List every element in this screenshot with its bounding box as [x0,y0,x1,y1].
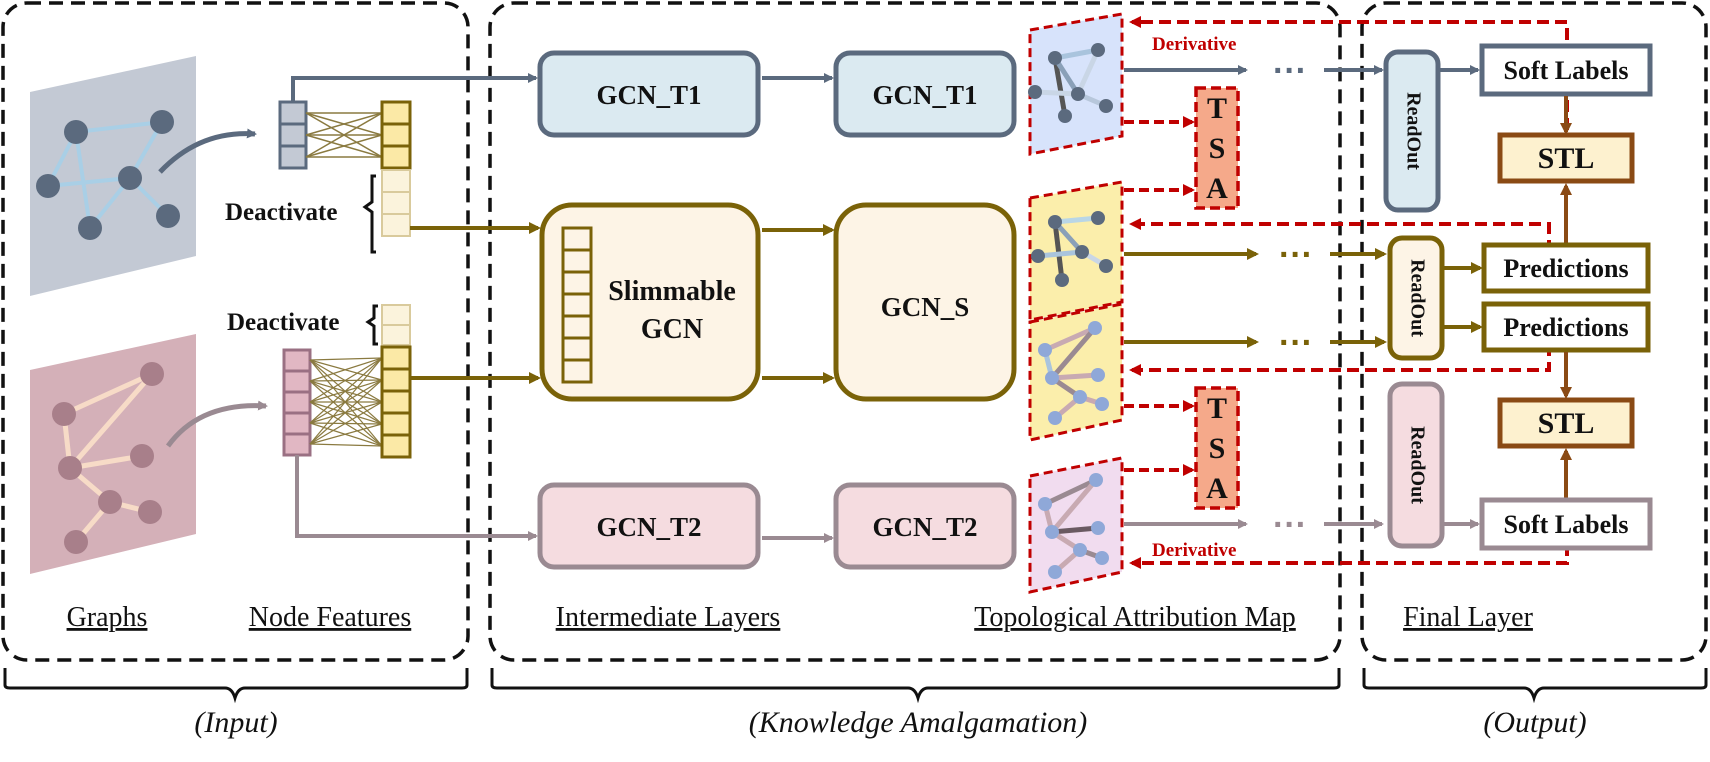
dots-t2: ··· [1273,506,1307,544]
gcn-t1-label-2: GCN_T1 [872,80,977,110]
group-knowledge-label: (Knowledge Amalgamation) [749,706,1088,739]
predictions-2-label: Predictions [1503,313,1628,342]
stl-bottom [1497,397,1635,449]
output-region [1360,1,1708,662]
tsa-bottom-s: S [1209,432,1226,465]
gcn-t2-box-2 [833,482,1017,570]
knowledge-brace [490,668,1341,704]
tsa-top-t: T [1207,92,1227,125]
soft-labels-teacher2-label: Soft Labels [1504,510,1629,539]
readout-student-label: ReadOut [1406,259,1428,337]
tsa-box-top [1194,86,1240,210]
features-teacher2 [282,304,412,459]
tam-teacher1 [1028,12,1124,156]
arrow-t1-features-to-gcn [291,73,538,102]
derivative-label-bottom: Derivative [1152,540,1236,561]
soft-labels-teacher1 [1479,43,1653,97]
readout-teacher2 [1387,381,1445,549]
slimmable-label-line1: Slimmable [608,276,736,307]
caption-node-features: Node Features [249,602,412,633]
slimmable-gcn-box [539,202,761,402]
predictions-2 [1481,301,1651,353]
dots-s1: ··· [1279,236,1313,274]
stl-bottom-label: STL [1538,407,1595,440]
slimmable-label-line2: GCN [641,314,703,345]
arrow-graph1-to-features [158,128,257,174]
tsa-top-s: S [1209,132,1226,165]
gcn-t2-box-1 [537,482,761,570]
caption-intermediate-layers: Intermediate Layers [556,602,781,633]
predictions-1 [1481,242,1651,294]
tam-student-1 [1028,180,1124,322]
stl-top [1497,132,1635,184]
predictions-1-label: Predictions [1503,254,1628,283]
readout-teacher2-label: ReadOut [1406,426,1428,504]
gcn-t1-box-1 [537,50,761,138]
group-output-label: (Output) [1483,706,1586,739]
tsa-top-a: A [1206,172,1228,205]
deactivate-label-2: Deactivate [227,309,339,336]
caption-graphs: Graphs [67,602,148,633]
tsa-bottom-a: A [1206,472,1228,505]
tsa-bottom-t: T [1207,392,1227,425]
arrow-t2-features-to-gcn [295,455,538,541]
deactivate-label-1: Deactivate [225,199,337,226]
derivative-label-top: Derivative [1152,34,1236,55]
gcn-t1-box-2 [833,50,1017,138]
readout-student [1387,235,1445,361]
readout-teacher1-label: ReadOut [1402,92,1424,170]
gcn-t1-label-1: GCN_T1 [596,80,701,110]
gcn-s-label: GCN_S [881,292,970,322]
readout-teacher1 [1383,49,1441,213]
slimmable-feature-column [561,226,593,384]
dots-t1: ··· [1273,52,1307,90]
gcn-t2-label-1: GCN_T2 [596,512,701,542]
gcn-s-box [833,202,1017,402]
gcn-t2-label-2: GCN_T2 [872,512,977,542]
knowledge-region [488,1,1342,662]
caption-final-layer: Final Layer [1403,602,1534,633]
group-input-label: (Input) [194,706,277,739]
stl-top-label: STL [1538,142,1595,175]
soft-labels-teacher2 [1479,497,1653,551]
derivative-loop-student2 [1129,344,1551,376]
arrow-graph2-to-features [165,400,268,448]
graph-teacher1 [30,56,196,296]
caption-tam: Topological Attribution Map [974,602,1296,633]
deactivate-brace-2 [365,304,378,346]
graph-teacher2 [30,334,196,574]
soft-labels-teacher1-label: Soft Labels [1504,56,1629,85]
output-brace [1362,668,1708,704]
input-brace [3,668,469,704]
input-region [1,1,470,662]
derivative-loop-teacher2 [1129,526,1569,569]
dots-s2: ··· [1279,324,1313,362]
tam-student-2 [1028,302,1124,442]
deactivate-brace-1 [362,174,376,254]
tam-teacher2 [1028,456,1124,594]
tsa-box-bottom [1194,386,1240,510]
